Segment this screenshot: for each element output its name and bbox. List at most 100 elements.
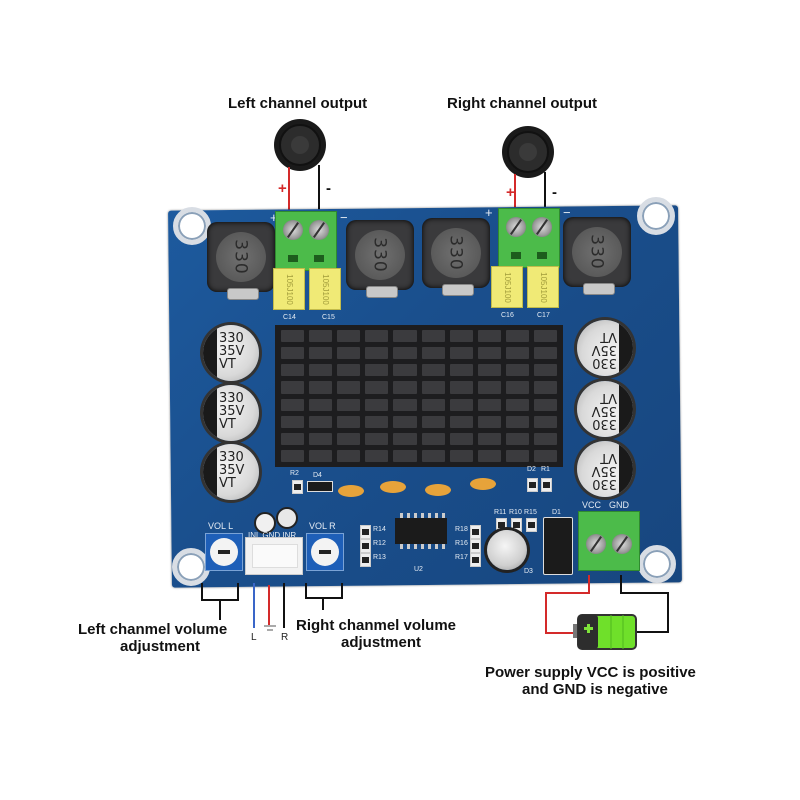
heatsink-fin (533, 449, 557, 462)
heatsink-fin (449, 415, 473, 428)
right-channel-output-label: Right channel output (447, 95, 597, 112)
audio-input-connector[interactable] (245, 537, 303, 575)
heatsink-fin (505, 415, 529, 428)
heatsink-fin (309, 449, 333, 462)
heatsink-fin (281, 398, 305, 411)
ceramic-capacitor (425, 484, 451, 496)
ic-pin (407, 513, 410, 518)
diode-d4 (307, 481, 333, 492)
right-volume-label-line1: Right chanmel volume (296, 617, 457, 634)
right-volume-potentiometer[interactable] (306, 533, 344, 571)
resistor (360, 525, 371, 539)
silk-input-header: INL GND INR (248, 531, 297, 540)
heatsink-fin (281, 330, 305, 343)
mounting-hole (173, 207, 211, 245)
heatsink-fin (281, 432, 305, 445)
ic-pin (407, 544, 410, 549)
silk-d2: D2 (527, 466, 536, 473)
heatsink-fin (533, 432, 557, 445)
power-input-terminal[interactable] (578, 511, 640, 571)
battery-icon (573, 614, 637, 650)
heatsink-fin (365, 364, 389, 377)
heatsink-fin (505, 347, 529, 360)
screw-icon (612, 534, 632, 554)
silk-vcc: VCC (582, 500, 602, 510)
silk-r13: R13 (373, 554, 386, 561)
silk-d1: D1 (552, 509, 561, 516)
heatsink-fin (533, 330, 557, 343)
input-r-label: R (281, 632, 289, 643)
heatsink-fin (365, 449, 389, 462)
resistor-r2 (292, 480, 303, 494)
heatsink-fin (309, 398, 333, 411)
heatsink-fin (505, 330, 529, 343)
heatsink-fin (393, 364, 417, 377)
heatsink-fin (393, 381, 417, 394)
screw-icon (506, 217, 526, 237)
heatsink-fin (533, 415, 557, 428)
ceramic-capacitor (470, 478, 496, 490)
silk-minus: − (563, 205, 571, 220)
heatsink-fin (477, 449, 501, 462)
right-minus-sign: - (552, 184, 557, 201)
heatsink-fin (421, 330, 445, 343)
heatsink-fin (309, 347, 333, 360)
screw-icon (283, 220, 303, 240)
ic-pin (421, 513, 424, 518)
silk-r10: R10 (509, 509, 522, 516)
ic-pin (428, 544, 431, 549)
silk-d4: D4 (313, 472, 322, 479)
inductor: 330 (346, 220, 414, 298)
left-minus-sign: - (326, 180, 331, 197)
heatsink-fin (477, 347, 501, 360)
heatsink (275, 325, 563, 467)
inductor: 330 (563, 217, 631, 295)
film-capacitor-c15: 105J100 (309, 268, 341, 310)
heatsink-fin (393, 398, 417, 411)
left-output-terminal[interactable] (275, 211, 337, 271)
right-plus-sign: + (506, 184, 515, 201)
heatsink-fin (505, 364, 529, 377)
right-volume-label-line2: adjustment (341, 634, 422, 651)
screw-icon (309, 220, 329, 240)
mounting-hole (637, 197, 675, 235)
heatsink-fin (309, 415, 333, 428)
heatsink-fin (449, 398, 473, 411)
heatsink-fin (337, 364, 361, 377)
resistor (360, 539, 371, 553)
silk-vol-l: VOL L (208, 521, 234, 531)
heatsink-fin (505, 432, 529, 445)
heatsink-fin (365, 347, 389, 360)
heatsink-fin (421, 432, 445, 445)
heatsink-fin (421, 415, 445, 428)
ic-pin (442, 544, 445, 549)
left-volume-label-line2: adjustment (120, 638, 201, 655)
left-volume-potentiometer[interactable] (205, 533, 243, 571)
ceramic-capacitor (380, 481, 406, 493)
heatsink-fin (533, 398, 557, 411)
silk-c15: C15 (322, 314, 335, 321)
diode-d1 (543, 517, 573, 575)
mounting-hole (638, 545, 676, 583)
silk-r17: R17 (455, 554, 468, 561)
silk-c17: C17 (537, 312, 550, 319)
heatsink-fin (393, 432, 417, 445)
ic-pin (414, 544, 417, 549)
power-label-line2: and GND is negative (522, 681, 668, 698)
heatsink-fin (449, 347, 473, 360)
silk-u2: U2 (414, 566, 423, 573)
ceramic-capacitor (338, 485, 364, 497)
heatsink-fin (421, 364, 445, 377)
amplifier-ic-u2 (395, 513, 447, 549)
heatsink-fin (449, 432, 473, 445)
heatsink-fin (337, 381, 361, 394)
right-output-terminal[interactable] (498, 208, 560, 268)
silk-c16: C16 (501, 312, 514, 319)
heatsink-fin (421, 449, 445, 462)
ic-pin (435, 544, 438, 549)
heatsink-fin (477, 398, 501, 411)
heatsink-fin (365, 432, 389, 445)
screw-icon (532, 217, 552, 237)
heatsink-fin (365, 398, 389, 411)
